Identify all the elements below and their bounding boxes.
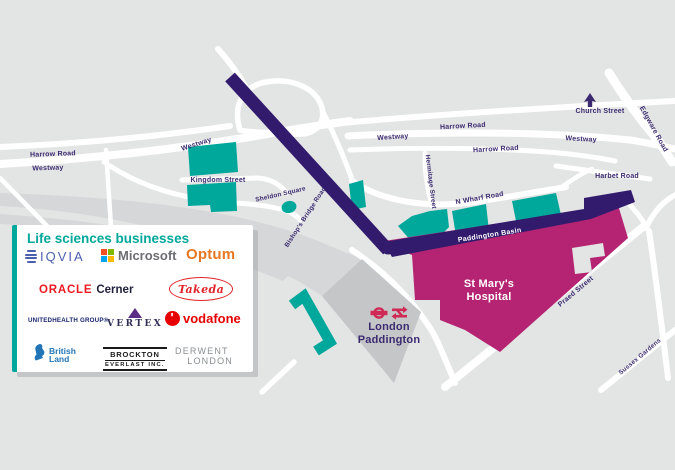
brockton-box: BROCKTON EVERLAST INC. bbox=[103, 347, 167, 371]
kingdom-street-building-north bbox=[188, 142, 238, 176]
road bbox=[0, 123, 233, 150]
label-westway-east: Westway bbox=[565, 135, 597, 144]
derwent-line2: LONDON bbox=[187, 356, 233, 366]
paddington-basin-band bbox=[383, 190, 635, 257]
vodafone-wordmark: vodafone bbox=[183, 311, 241, 326]
railway-bands bbox=[0, 193, 362, 296]
british-land-line2: Land bbox=[49, 354, 70, 364]
unitedhealth-wordmark: UNITEDHEALTH GROUP® bbox=[28, 317, 109, 324]
railway-band bbox=[0, 214, 290, 281]
sheldon-square-green bbox=[281, 200, 297, 214]
label-london-paddington-line1: London bbox=[368, 321, 410, 333]
takeda-wordmark: Takeda bbox=[178, 283, 225, 296]
label-harrow-road-west: Harrow Road bbox=[30, 150, 76, 159]
vodafone-speechmark-icon bbox=[165, 310, 180, 326]
kingdom-street-building-south bbox=[187, 182, 237, 212]
logo-vodafone: vodafone bbox=[165, 310, 241, 326]
microsoft-wordmark: Microsoft bbox=[118, 248, 177, 263]
label-westway-west: Westway bbox=[32, 164, 63, 172]
road bbox=[646, 228, 671, 381]
road bbox=[627, 202, 649, 230]
logo-takeda: Takeda bbox=[169, 277, 234, 301]
logo-unitedhealth-group: UNITEDHEALTH GROUP® bbox=[28, 317, 108, 324]
derwent-line1: DERWENT bbox=[175, 346, 229, 356]
label-church-street: Church Street bbox=[576, 108, 625, 115]
british-land-lion-icon bbox=[33, 344, 46, 366]
national-rail-icon bbox=[391, 306, 408, 320]
label-harbet-road: Harbet Road bbox=[595, 173, 639, 180]
cerner-wordmark: Cerner bbox=[96, 284, 134, 296]
logo-vertex: VERTEX bbox=[107, 308, 163, 329]
vertex-wordmark: VERTEX bbox=[107, 319, 164, 329]
road bbox=[604, 68, 675, 167]
road bbox=[103, 147, 114, 230]
label-harrow-road-north: Harrow Road bbox=[440, 122, 486, 131]
bishops-bridge-road-band bbox=[225, 72, 393, 255]
logo-british-land: British Land bbox=[33, 344, 76, 366]
label-kingdom-street: Kingdom Street bbox=[191, 177, 246, 184]
road bbox=[349, 247, 458, 386]
label-harrow-road-mid: Harrow Road bbox=[473, 145, 519, 154]
road bbox=[347, 145, 618, 164]
church-street-arrow-icon bbox=[584, 93, 596, 107]
road bbox=[598, 327, 675, 393]
paddington-station-building bbox=[322, 259, 421, 383]
road bbox=[422, 150, 435, 209]
roads bbox=[0, 46, 675, 395]
road bbox=[557, 166, 595, 191]
label-sussex-gardens: Sussex Gardens bbox=[618, 337, 663, 377]
iqvia-wordmark: IQVIA bbox=[40, 249, 85, 264]
teal-buildings bbox=[187, 142, 561, 356]
logo-microsoft: Microsoft bbox=[101, 248, 177, 263]
station-west-building bbox=[288, 288, 338, 356]
brockton-line2: EVERLAST INC. bbox=[105, 362, 165, 368]
road bbox=[179, 175, 290, 196]
hospital-notch bbox=[572, 243, 605, 274]
takeda-oval-icon: Takeda bbox=[169, 277, 234, 301]
label-london-paddington-line2: Paddington bbox=[358, 334, 421, 346]
railway-band bbox=[0, 193, 362, 296]
label-st-marys-line2: Hospital bbox=[467, 291, 512, 303]
legend-panel: Life sciences businesses IQVIA Microsoft… bbox=[12, 225, 253, 372]
road bbox=[319, 107, 356, 185]
logo-oracle-cerner: ORACLE Cerner bbox=[39, 284, 133, 296]
logo-brockton-everlast: BROCKTON EVERLAST INC. bbox=[103, 347, 167, 371]
label-westway-mid: Westway bbox=[377, 133, 409, 142]
british-land-wordmark: British Land bbox=[49, 345, 76, 364]
road bbox=[349, 178, 569, 208]
road bbox=[259, 359, 297, 395]
brockton-line1: BROCKTON bbox=[105, 350, 165, 361]
logo-derwent-london: DERWENT LONDON bbox=[175, 346, 233, 366]
logo-iqvia: IQVIA bbox=[25, 249, 85, 264]
british-land-line1: British bbox=[49, 345, 76, 356]
canal bbox=[225, 72, 635, 257]
road bbox=[553, 163, 653, 182]
legend-title: Life sciences businesses bbox=[27, 231, 190, 246]
label-st-marys-line1: St Mary's bbox=[464, 278, 514, 290]
underground-roundel-icon bbox=[370, 307, 388, 319]
road bbox=[643, 192, 675, 231]
iqvia-icon bbox=[25, 249, 37, 264]
oracle-wordmark: ORACLE bbox=[39, 284, 93, 296]
logo-optum: Optum bbox=[186, 246, 235, 263]
optum-wordmark: Optum bbox=[186, 246, 236, 263]
microsoft-squares-icon bbox=[101, 249, 114, 262]
vertex-triangle-icon bbox=[128, 308, 143, 318]
road bbox=[0, 175, 51, 230]
